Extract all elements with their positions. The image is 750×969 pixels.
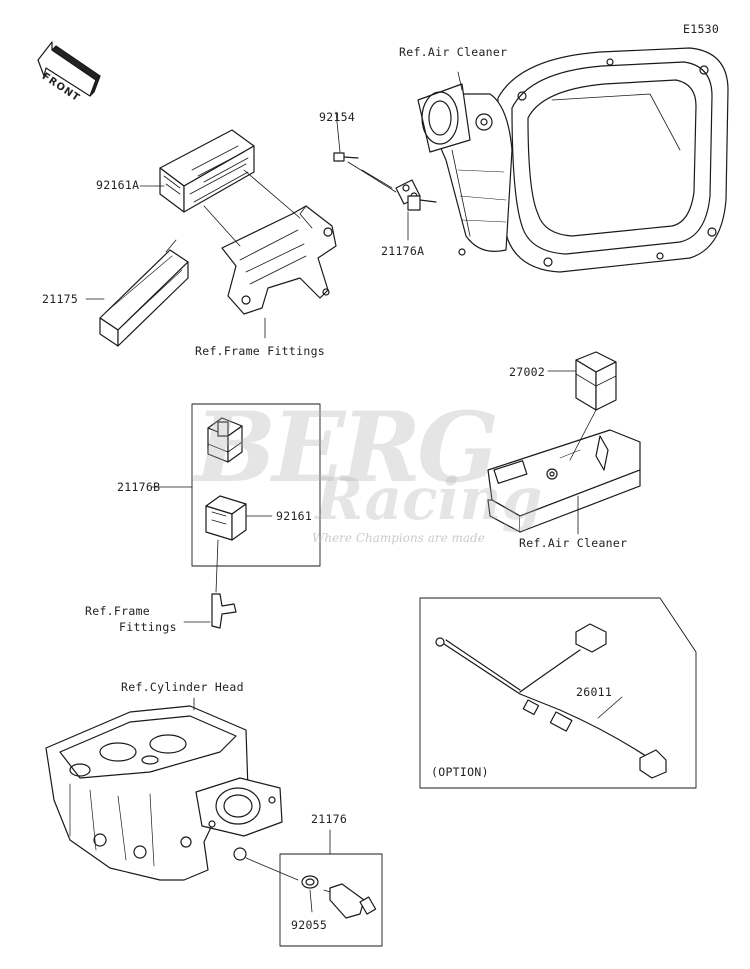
cylinder-head	[45, 697, 299, 881]
frame-rail	[487, 409, 641, 535]
sensor-box-21176	[279, 829, 383, 947]
ref-air-cleaner-mid[interactable]: Ref.Air Cleaner	[519, 536, 628, 550]
part-92161A[interactable]: 92161A	[96, 178, 140, 192]
watermark-brand-bottom: Racing	[315, 465, 543, 533]
ref-frame-fittings-left-line1[interactable]: Ref.Frame	[85, 604, 151, 618]
part-21176A[interactable]: 21176A	[381, 244, 425, 258]
watermark-tagline: Where Champions are made	[312, 531, 485, 545]
part-27002[interactable]: 27002	[509, 365, 546, 379]
part-92154[interactable]: 92154	[319, 110, 356, 124]
part-21176B[interactable]: 21176B	[117, 480, 161, 494]
frame-fitting-clip	[183, 593, 237, 629]
part-26011[interactable]: 26011	[576, 685, 613, 699]
front-arrow-icon	[37, 41, 101, 97]
leader-lines-top-left	[85, 71, 463, 339]
ref-frame-fittings-left-line2[interactable]: Fittings	[119, 620, 177, 634]
ref-cylinder-head[interactable]: Ref.Cylinder Head	[121, 680, 244, 694]
ecu-92161A	[159, 129, 255, 213]
module-21175	[99, 249, 189, 347]
part-92161[interactable]: 92161	[276, 509, 313, 523]
relay-27002	[547, 351, 617, 411]
watermark-brand-top: BERG	[195, 391, 499, 504]
part-21175[interactable]: 21175	[42, 292, 79, 306]
ecu-bracket	[221, 205, 337, 315]
bolt-92154	[333, 152, 359, 162]
part-21176[interactable]: 21176	[311, 812, 348, 826]
sensor-box-21176B	[151, 403, 321, 593]
part-92055[interactable]: 92055	[291, 918, 328, 932]
diagram-code: E1530	[683, 22, 720, 36]
option-label: (OPTION)	[431, 765, 489, 779]
sensor-21176A	[395, 179, 437, 211]
ref-frame-fittings-top[interactable]: Ref.Frame Fittings	[195, 344, 326, 358]
ref-air-cleaner-top[interactable]: Ref.Air Cleaner	[399, 45, 508, 59]
option-box	[419, 597, 697, 789]
air-cleaner-housing	[417, 47, 729, 273]
